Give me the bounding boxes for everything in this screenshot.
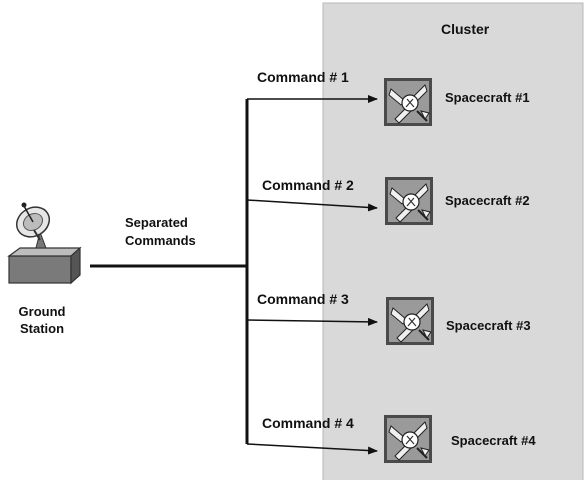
cluster-box (322, 2, 584, 480)
spacecraft-label-4: Spacecraft #4 (451, 433, 536, 448)
spacecraft-icon-4 (383, 413, 433, 465)
arrow-2 (246, 199, 378, 212)
command-label-3: Command # 3 (257, 291, 349, 307)
separated-commands-line-1: Separated (125, 215, 188, 230)
command-label-1: Command # 1 (257, 69, 349, 85)
spacecraft-label-2: Spacecraft #2 (445, 193, 530, 208)
ground-station-line-2: Station (19, 321, 65, 336)
arrow-4 (246, 443, 378, 455)
cluster-title: Cluster (441, 21, 490, 37)
ground-station-line-1: Ground (18, 304, 66, 319)
ground-station-label: Ground Station (12, 303, 72, 337)
separated-commands-label: Separated Commands (125, 214, 196, 250)
spacecraft-label-1: Spacecraft #1 (445, 90, 530, 105)
spacecraft-icon-1 (383, 77, 433, 127)
command-label-4: Command # 4 (262, 415, 354, 431)
command-label-2: Command # 2 (262, 177, 354, 193)
separated-commands-line-2: Commands (125, 233, 196, 248)
spacecraft-icon-3 (385, 296, 435, 346)
spacecraft-label-3: Spacecraft #3 (446, 318, 531, 333)
spacecraft-icon-2 (384, 176, 434, 226)
arrow-3 (246, 317, 378, 326)
satellite-dish-icon (7, 202, 82, 285)
